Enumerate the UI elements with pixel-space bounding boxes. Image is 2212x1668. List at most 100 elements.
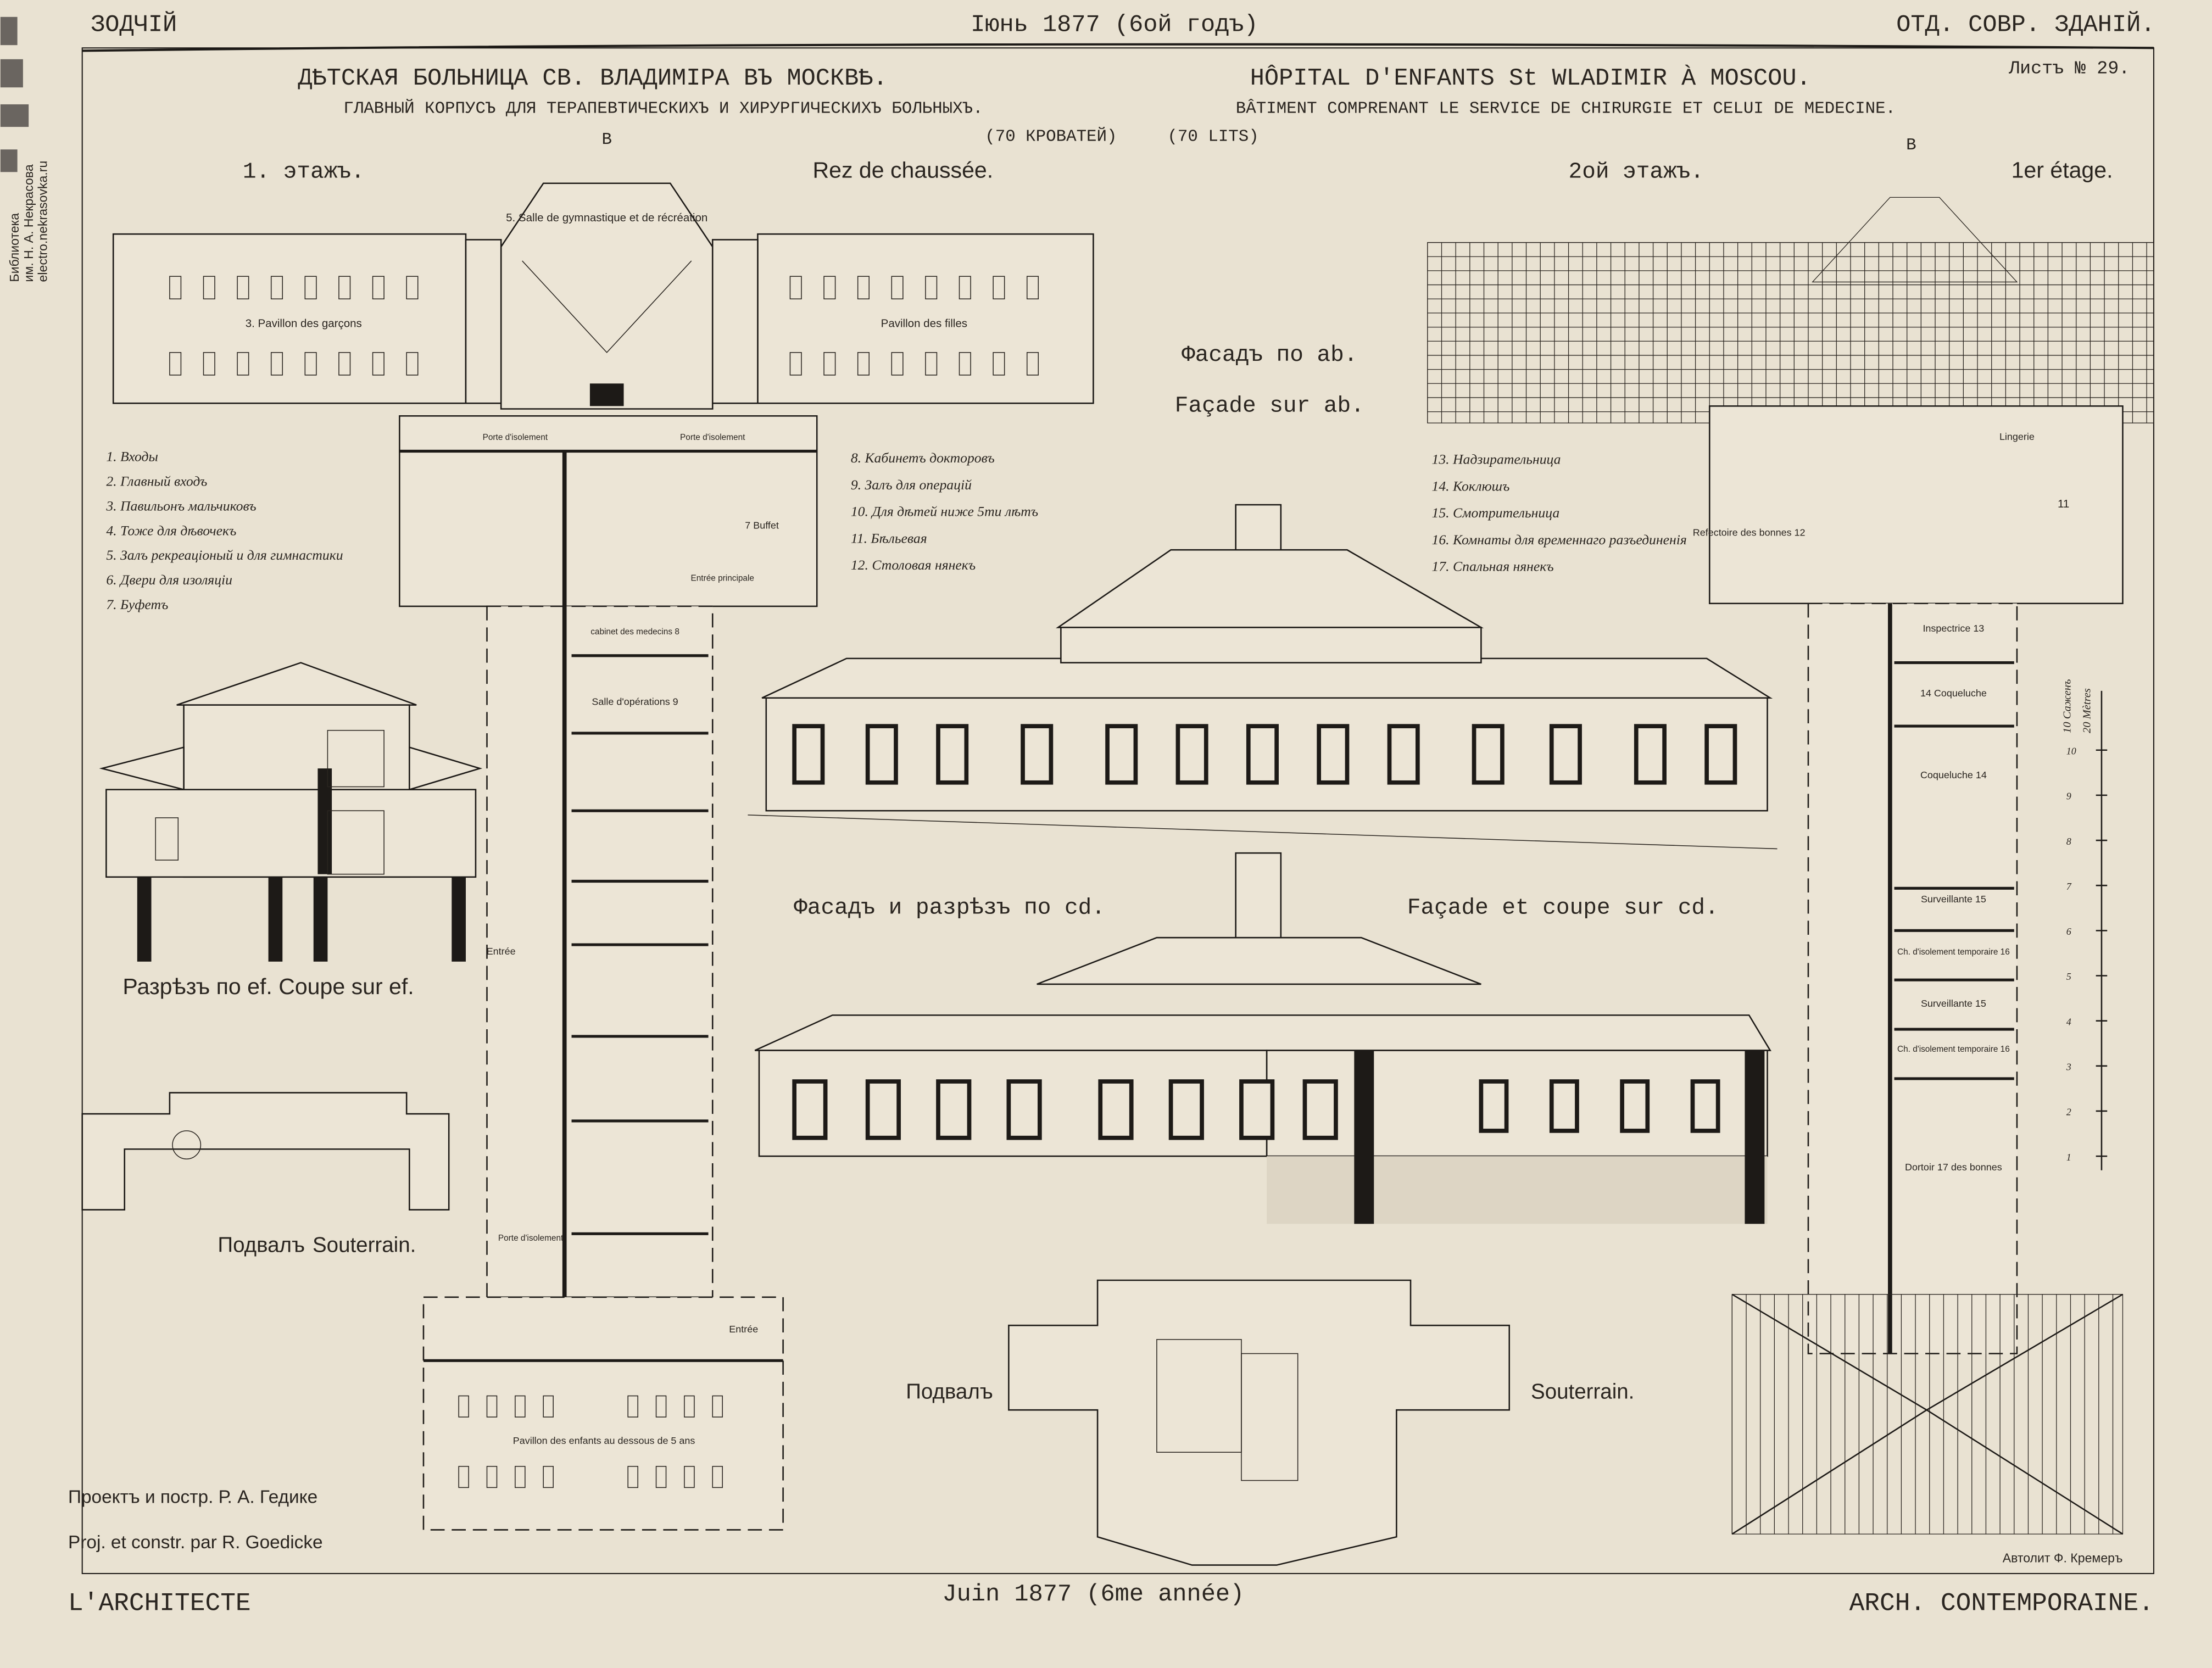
scale-tick-label: 1 (2066, 1152, 2071, 1163)
legend-item: 5. Залъ рекреаціоный и для гимнастики (106, 547, 343, 563)
window-icon (1479, 1079, 1509, 1133)
stamp-line-3: electro.nekrasovka.ru (36, 161, 50, 282)
beds-ru: (70 КРОВАТЕЙ) (985, 126, 1117, 147)
bed-icon (857, 276, 870, 300)
bed-icon (789, 352, 802, 376)
bed-icon (237, 352, 249, 376)
label-porte-isolement-2: Porte d'isolement (680, 433, 745, 442)
bed-icon (304, 276, 317, 300)
bed-icon (338, 352, 351, 376)
ground-floor-plan: 5. Salle de gymnastique et de récréation… (112, 182, 1094, 1531)
upper-floor-label-fr: 1er étage. (2012, 157, 2113, 182)
legend-item: 8. Кабинетъ докторовъ (851, 450, 995, 466)
label-entree-bottom: Entrée (729, 1324, 758, 1335)
legend-item: 2. Главный входъ (106, 473, 207, 489)
title-ru: ДѢТСКАЯ БОЛЬНИЦА СВ. ВЛАДИМІРА ВЪ МОСКВѢ… (298, 65, 887, 92)
bed-icon (684, 1395, 695, 1418)
window-icon (792, 724, 825, 785)
legend-item: 6. Двери для изоляціи (106, 572, 232, 588)
footer-section: ARCH. CONTEMPORAINE. (1849, 1589, 2154, 1618)
bed-icon (406, 276, 419, 300)
facade-ab-label-fr: Façade sur ab. (1175, 394, 1364, 419)
window-icon (1472, 724, 1505, 785)
window-icon (1549, 1079, 1579, 1133)
bed-icon (789, 276, 802, 300)
ground-floor-label-fr: Rez de chaussée. (812, 157, 993, 182)
bed-icon (543, 1395, 554, 1418)
bed-icon (712, 1395, 723, 1418)
section-ef-label: Разрѣзъ по ef. Coupe sur ef. (122, 974, 414, 999)
legend-mid: 8. Кабинетъ докторовъ 9. Залъ для операці… (851, 450, 1038, 573)
axis-b-left: B (601, 130, 611, 149)
bed-icon (1026, 276, 1039, 300)
scale-tick-label: 3 (2066, 1062, 2071, 1073)
window-icon (865, 1079, 901, 1140)
scale-tick-label: 7 (2066, 881, 2072, 892)
axis-b-right: B (1906, 136, 1916, 155)
bed-icon (304, 352, 317, 376)
author-ru: Проектъ и постр. Р. А. Гедике (68, 1487, 317, 1508)
bed-icon (169, 276, 182, 300)
footer-journal: L'ARCHITECTE (68, 1589, 251, 1618)
label-cabinet: cabinet des medecins 8 (590, 627, 679, 637)
bed-icon (458, 1466, 469, 1488)
window-icon (1690, 1079, 1720, 1133)
stamp-line-2: им. Н. А. Некрасова (21, 164, 36, 282)
facade-cd-label-fr: Façade et coupe sur cd. (1407, 896, 1719, 921)
bed-icon (458, 1395, 469, 1418)
bed-icon (372, 352, 385, 376)
bed-icon (655, 1395, 667, 1418)
window-icon (1175, 724, 1208, 785)
label-coqueluche-2: Coqueluche 14 (1920, 769, 1987, 780)
bed-icon (925, 352, 938, 376)
bed-icon (338, 276, 351, 300)
label-salle: 5. Salle de gymnastique et de récréation (506, 211, 707, 224)
label-refectoire: Refectoire des bonnes 12 (1693, 527, 1806, 538)
bed-icon (486, 1466, 498, 1488)
legend-item: 9. Залъ для операцій (851, 477, 972, 493)
window-icon (1634, 724, 1667, 785)
label-coqueluche-1: 14 Coqueluche (1920, 688, 1987, 699)
bed-icon (1026, 352, 1039, 376)
bed-icon (857, 352, 870, 376)
bed-icon (169, 352, 182, 376)
label-surveillante-2: Surveillante 15 (1921, 998, 1986, 1009)
entry-right (711, 239, 759, 404)
stamp-line-1: Библиотека (7, 213, 21, 282)
facade-ab-label-ru: Фасадъ по ab. (1182, 343, 1357, 368)
basement-plan: Подвалъ Souterrain. (906, 1279, 1634, 1566)
window-icon (1549, 724, 1582, 785)
subtitle-ru: ГЛАВНЫЙ КОРПУСЪ ДЛЯ ТЕРАПЕВТИЧЕСКИХЪ И Х… (343, 98, 983, 118)
label-entree-principale: Entrée principale (690, 574, 754, 583)
label-lingerie: Lingerie (1999, 431, 2035, 442)
bed-icon (823, 276, 836, 300)
label-dortoir: Dortoir 17 des bonnes (1905, 1162, 2002, 1173)
scale-tick-label: 9 (2066, 791, 2071, 802)
scale-label-sazhen: 10 Саженъ (2061, 679, 2073, 733)
roof-plan-top (1427, 242, 2154, 423)
scale-tick-label: 8 (2066, 836, 2071, 847)
archive-bars (0, 16, 29, 172)
legend-item: 1. Входы (106, 448, 158, 464)
bed-icon (684, 1466, 695, 1488)
bed-icon (823, 352, 836, 376)
window-icon (1168, 1079, 1204, 1140)
basement-small-label-fr: Souterrain. (313, 1234, 416, 1257)
window-icon (1704, 724, 1737, 785)
facade-cd-label-ru: Фасадъ и разрѣзъ по cd. (794, 896, 1105, 921)
legend-item: 10. Для дѣтей ниже 5ти лѣтъ (851, 504, 1038, 520)
bed-icon (925, 276, 938, 300)
header-date: Іюнь 1877 (6ой годъ) (971, 12, 1258, 38)
bed-icon (993, 276, 1005, 300)
label-isolement-2: Ch. d'isolement temporaire 16 (1897, 1045, 2010, 1054)
legend-item: 14. Коклюшъ (1432, 478, 1510, 494)
facade-ab (748, 504, 1778, 850)
bed-icon (203, 276, 215, 300)
window-icon (1302, 1079, 1338, 1140)
bed-icon (891, 276, 904, 300)
sheet-number: Листъ № 29. (2008, 58, 2130, 79)
bed-icon (891, 352, 904, 376)
bed-icon (959, 276, 971, 300)
bed-icon (993, 352, 1005, 376)
